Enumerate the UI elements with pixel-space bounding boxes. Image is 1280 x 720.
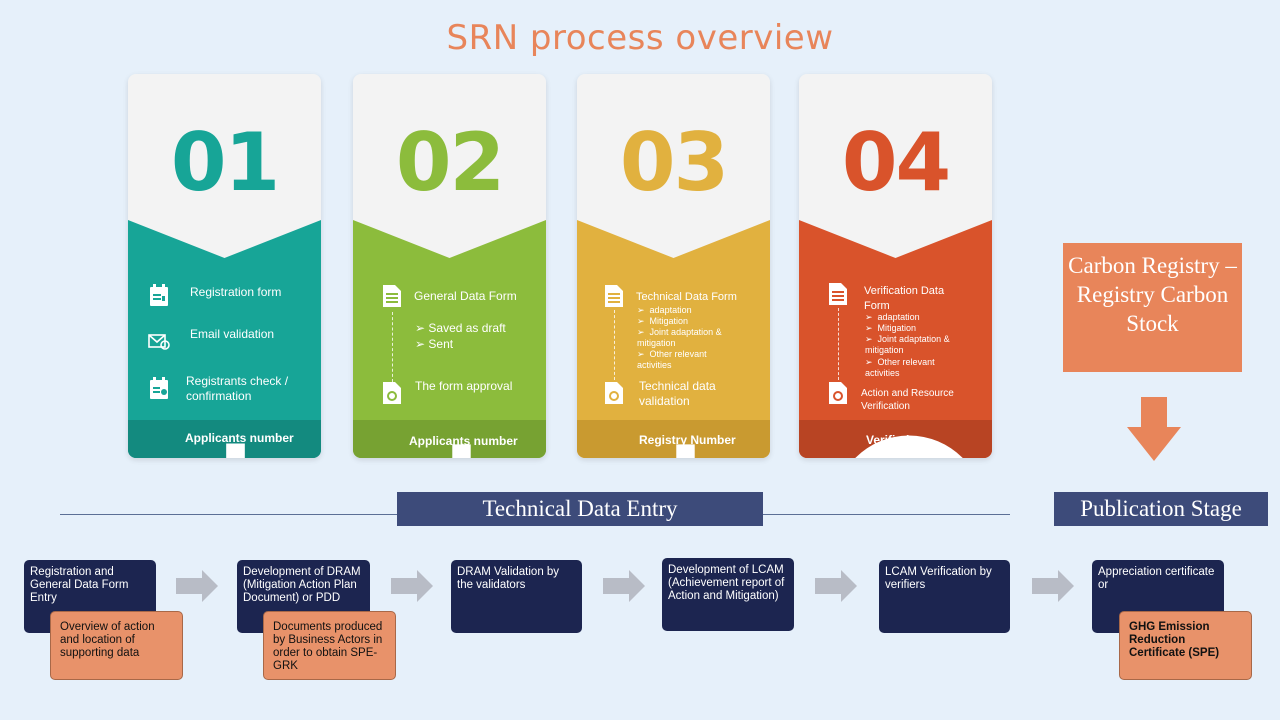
card-subitem: ➢ Joint adaptation & mitigation (865, 334, 950, 355)
connector-line (614, 310, 615, 380)
form-icon (150, 284, 168, 306)
step-note: GHG Emission Reduction Certificate (SPE) (1119, 611, 1252, 680)
card-item: Technical Data Form (636, 291, 737, 303)
card-subitem: ➢ adaptation (865, 312, 920, 322)
right-arrow-icon (603, 570, 645, 602)
card-footer-label: Applicants number (185, 431, 294, 445)
card-subitem: ➢ Saved as draft (415, 321, 506, 335)
card-subitem: ➢ Other relevant activities (865, 357, 935, 378)
approved-document-icon (605, 382, 623, 404)
card-number: 03 (619, 116, 729, 209)
step-lcam-development: Development of LCAM (Achievement report … (662, 558, 794, 631)
connector-line (392, 312, 393, 382)
technical-data-entry-banner: Technical Data Entry (397, 492, 763, 526)
download-icon (452, 444, 471, 458)
right-arrow-icon (391, 570, 433, 602)
card-subitem: ➢ Joint adaptation & mitigation (637, 327, 722, 348)
card-subitem: ➢ Sent (415, 337, 454, 351)
connector-line (838, 308, 839, 380)
page-title: SRN process overview (446, 18, 834, 58)
card-item: Technical data validation (639, 379, 716, 408)
card-background (577, 74, 770, 458)
card-subitem: ➢ Mitigation (637, 316, 689, 326)
approved-document-icon (383, 382, 401, 404)
card-item: Email validation (190, 327, 275, 341)
card-item: Action and Resource Verification (861, 388, 954, 412)
process-card-01: 01 Registration form Email validation Re… (128, 74, 321, 458)
card-number: 01 (170, 116, 280, 209)
card-item: Registrants check / confirmation (186, 374, 289, 403)
approved-document-icon (829, 382, 847, 404)
card-number: 04 (841, 116, 951, 209)
process-card-04: 04 Verification Data Form ➢ adaptation ➢… (799, 74, 992, 458)
card-item: Registration form (190, 285, 282, 299)
card-footer-label: Registry Number (639, 433, 736, 447)
process-card-02: 02 General Data Form ➢ Saved as draft ➢ … (353, 74, 546, 458)
publication-stage-banner: Publication Stage (1054, 492, 1268, 526)
card-subitem: ➢ Mitigation (865, 323, 917, 333)
card-item: Verification Data Form (864, 285, 945, 312)
right-arrow-icon (1032, 570, 1074, 602)
email-icon (148, 334, 170, 350)
check-form-icon (150, 377, 168, 399)
download-icon (226, 443, 245, 458)
right-arrow-icon (815, 570, 857, 602)
card-footer-label: Applicants number (409, 434, 518, 448)
carbon-registry-box: Carbon Registry – Registry Carbon Stock (1063, 243, 1242, 372)
step-note: Documents produced by Business Actors in… (263, 611, 396, 680)
step-note: Overview of action and location of suppo… (50, 611, 183, 680)
down-arrow-icon (1127, 397, 1181, 461)
step-dram-validation: DRAM Validation by the validators (451, 560, 582, 633)
document-icon (829, 283, 847, 305)
document-icon (605, 285, 623, 307)
card-subitem: ➢ Other relevant activities (637, 349, 707, 370)
card-number: 02 (395, 116, 505, 209)
card-item: General Data Form (414, 289, 517, 303)
check-circle-icon (855, 435, 963, 458)
step-lcam-verification: LCAM Verification by verifiers (879, 560, 1010, 633)
card-item: The form approval (415, 379, 513, 393)
document-icon (383, 285, 401, 307)
card-footer-label: Verified (866, 433, 910, 447)
download-icon (676, 444, 695, 458)
right-arrow-icon (176, 570, 218, 602)
process-card-03: 03 Technical Data Form ➢ adaptation ➢ Mi… (577, 74, 770, 458)
card-subitem: ➢ adaptation (637, 305, 692, 315)
card-background (799, 74, 992, 458)
